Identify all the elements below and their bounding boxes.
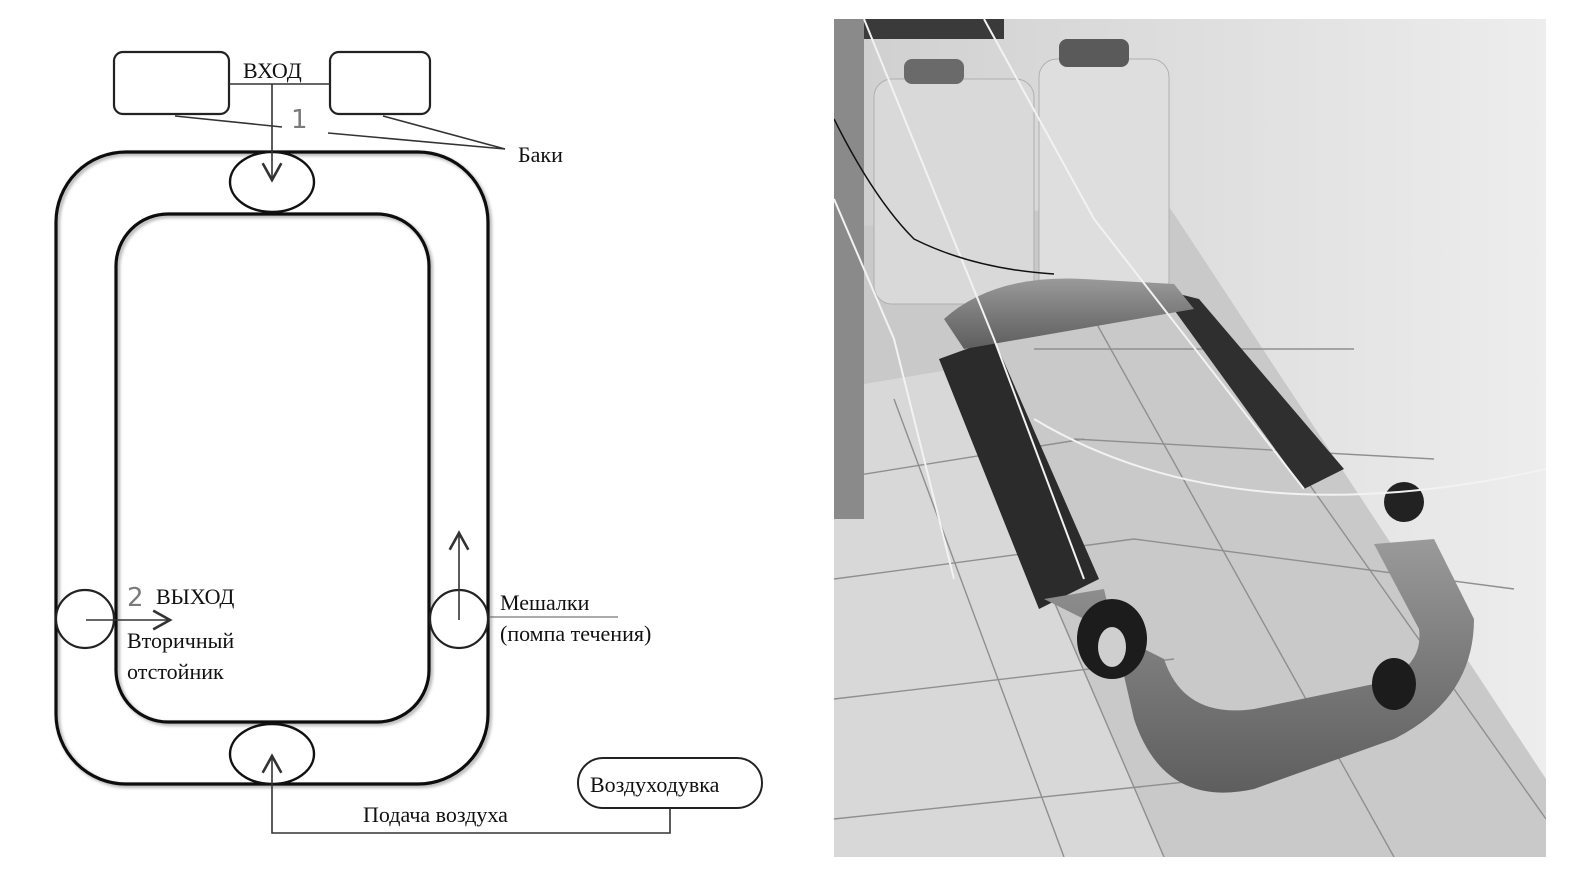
air-supply-line <box>261 753 671 834</box>
tanks-leader-2 <box>382 115 506 150</box>
photo-pipe-opening-right <box>1384 482 1424 522</box>
photo-pipe-top <box>944 278 1194 349</box>
air-supply-label: Подача воздуха <box>363 802 508 827</box>
mixers-label-2: (помпа течения) <box>500 621 651 646</box>
photo-floor-step <box>834 369 1164 857</box>
tanks-leader-1 <box>327 132 506 150</box>
clarifier-label-1: Вторичный <box>127 628 234 653</box>
setup-photo <box>834 19 1546 857</box>
tank-right <box>328 50 432 116</box>
photo-cabinet <box>834 19 1004 39</box>
input-label: ВХОД <box>243 58 302 83</box>
mixers-label-1: Мешалки <box>500 590 590 615</box>
photo-cables <box>834 118 1055 275</box>
photo-tank-right <box>1038 58 1170 300</box>
clarifier-label-2: отстойник <box>127 659 224 684</box>
photo-pipe-dark-right <box>1159 289 1344 489</box>
tanks-label: Баки <box>518 142 563 167</box>
photo-pipe-dark-left <box>939 339 1099 609</box>
photo-tank-cap-left <box>904 59 964 84</box>
marker-1: 1 <box>291 105 308 135</box>
tanks-leader-left <box>174 115 283 128</box>
tank-left <box>112 50 231 116</box>
blower-label: Воздуходувка <box>590 772 720 797</box>
photo-pipe-insert <box>1098 627 1126 667</box>
output-label: ВЫХОД <box>156 584 234 609</box>
photo-tank-left <box>873 78 1035 305</box>
photo-tubes <box>834 19 1546 580</box>
photo-table-leg <box>834 19 864 519</box>
marker-2: 2 <box>127 583 144 613</box>
photo-pipe-bottom <box>1044 539 1474 793</box>
photo-pipe-opening-bottom <box>1372 658 1416 710</box>
photo-tank-cap <box>1059 39 1129 67</box>
reactor-inner-wall <box>114 212 431 724</box>
outlet-node <box>54 588 116 650</box>
reactor-schematic: ВХОД 1 Баки Подача воздуха Воздуходувка … <box>54 50 763 834</box>
blower-box <box>577 757 763 809</box>
